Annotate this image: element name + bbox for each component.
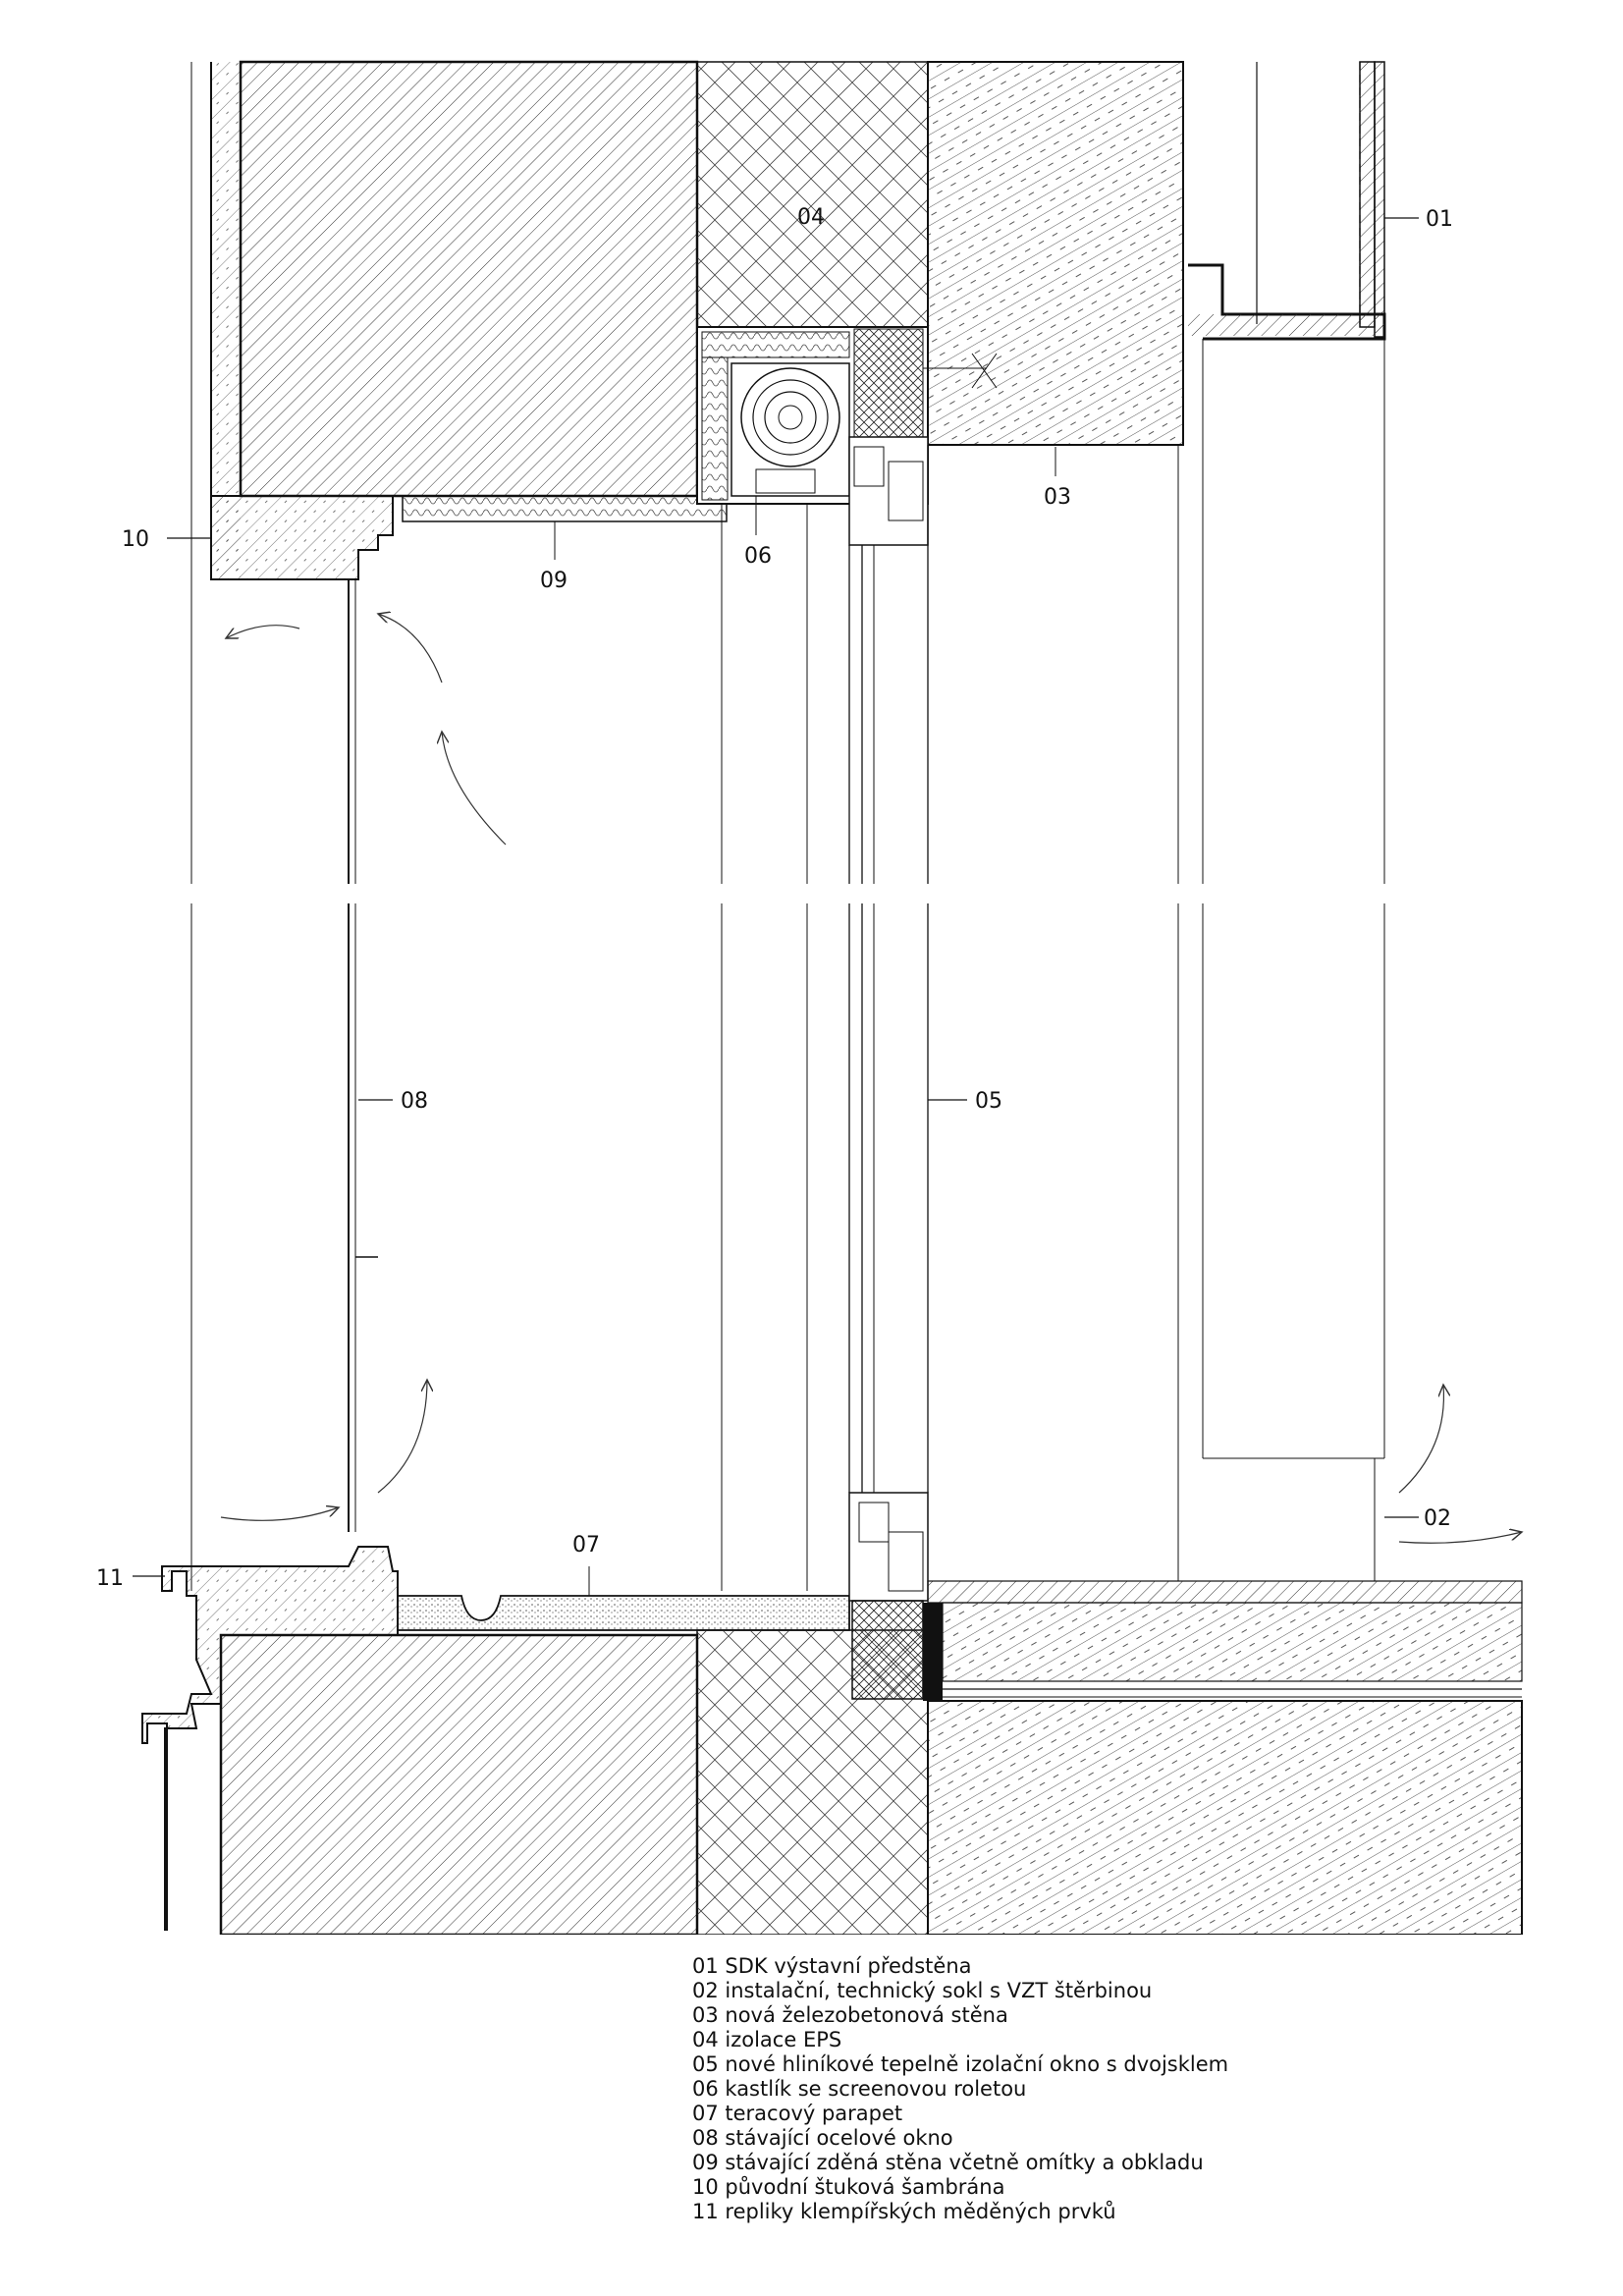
airflow-arrows — [220, 614, 1522, 1544]
legend-item: 05 nové hliníkové tepelně izolační okno … — [692, 2052, 1229, 2076]
callout-10: 10 — [122, 527, 149, 552]
callout-08: 08 — [401, 1089, 428, 1114]
vertical-guides — [190, 62, 1385, 1591]
callout-11: 11 — [96, 1566, 124, 1591]
floor-insulation — [942, 1602, 1523, 1682]
lower-section — [141, 1492, 1523, 1935]
legend-item: 08 stávající ocelové okno — [692, 2126, 953, 2150]
callout-04: 04 — [797, 205, 825, 230]
legend-item: 11 repliky klempířských měděných prvků — [692, 2200, 1116, 2223]
legend-item: 09 stávající zděná stěna včetně omítky a… — [692, 2151, 1204, 2174]
callout-03: 03 — [1044, 485, 1071, 510]
steel-window — [348, 579, 378, 1532]
legend-item: 03 nová železobetonová stěna — [692, 2003, 1008, 2027]
callout-01: 01 — [1426, 207, 1453, 232]
copper-flashing-lower — [141, 1546, 399, 1931]
upper-section — [210, 60, 1386, 580]
sdk-wall — [1188, 61, 1386, 341]
masonry-plaster-strip — [402, 495, 728, 522]
legend: 01 SDK výstavní předstěna 02 instalační,… — [692, 1954, 1228, 2224]
callout-05: 05 — [975, 1089, 1002, 1114]
stucco-surround-upper — [211, 62, 241, 577]
callout-06: 06 — [744, 544, 772, 569]
terrazzo-sill — [397, 1595, 850, 1631]
legend-item: 04 izolace EPS — [692, 2028, 842, 2051]
callout-02: 02 — [1424, 1506, 1451, 1531]
legend-item: 01 SDK výstavní předstěna — [692, 1954, 972, 1978]
roller-blind-box — [696, 326, 998, 505]
masonry-wall-upper — [239, 60, 699, 498]
floor-screed — [927, 1580, 1523, 1604]
eps-insulation-upper — [696, 61, 929, 328]
section-drawing: 01 02 03 04 05 06 07 08 09 10 11 — [96, 60, 1623, 1935]
leader-lines — [133, 217, 1419, 1596]
aluminium-window-head — [848, 436, 929, 546]
legend-item: 02 instalační, technický sokl s VZT štěr… — [692, 1979, 1153, 2002]
callout-07: 07 — [572, 1533, 600, 1558]
masonry-wall-lower — [219, 1633, 699, 1935]
concrete-wall-lower — [927, 1700, 1523, 1935]
legend-item: 07 teracový parapet — [692, 2102, 903, 2125]
callout-09: 09 — [540, 569, 568, 593]
concrete-wall-upper — [927, 61, 1184, 446]
callouts: 01 02 03 04 05 06 07 08 09 10 11 — [96, 205, 1453, 1591]
aluminium-window-sill — [848, 1492, 929, 1700]
legend-item: 06 kastlík se screenovou roletou — [692, 2077, 1027, 2101]
stucco-profile-upper — [210, 495, 394, 580]
legend-item: 10 původní štuková šambrána — [692, 2175, 1005, 2199]
